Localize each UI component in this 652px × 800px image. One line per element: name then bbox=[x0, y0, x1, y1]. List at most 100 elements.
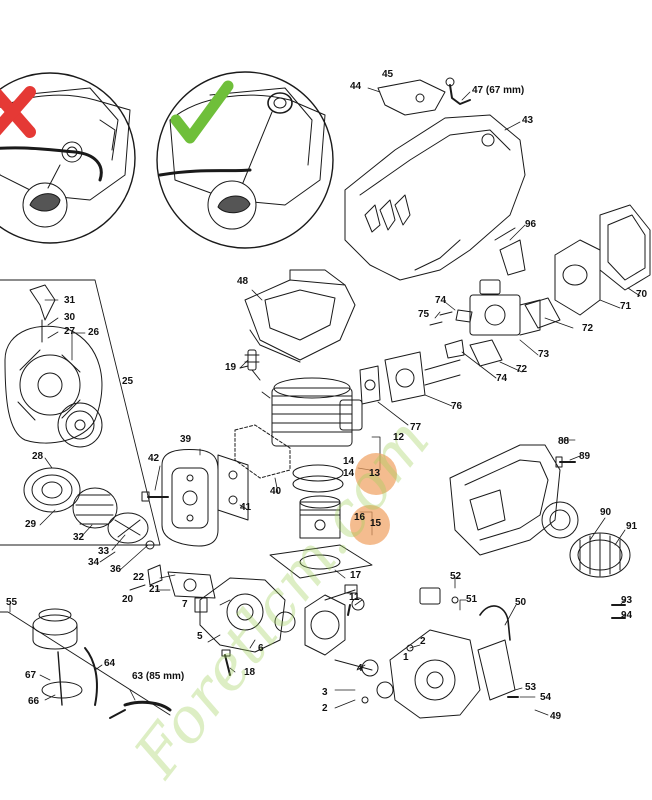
callout-75: 75 bbox=[418, 309, 430, 320]
callout-17: 17 bbox=[350, 570, 362, 581]
callout-20: 20 bbox=[122, 594, 134, 605]
callout-25: 25 bbox=[122, 376, 134, 387]
callout-49: 49 bbox=[550, 711, 562, 722]
fan-housing bbox=[449, 444, 579, 556]
carburetor bbox=[469, 279, 541, 336]
wrong-install-inset bbox=[0, 72, 136, 244]
callout-13: 13 bbox=[369, 468, 381, 479]
callout-66: 66 bbox=[28, 696, 40, 707]
callout-3: 3 bbox=[322, 687, 328, 698]
spring-housing bbox=[72, 487, 118, 529]
ignition-module-small bbox=[167, 571, 216, 599]
highlight-piston bbox=[350, 505, 390, 545]
callout-21: 21 bbox=[149, 584, 161, 595]
callout-52: 52 bbox=[450, 571, 462, 582]
callout-47: 47 (67 mm) bbox=[472, 85, 525, 96]
callout-5: 5 bbox=[197, 631, 203, 642]
callout-14a: 14 bbox=[343, 456, 355, 467]
callout-67: 67 bbox=[25, 670, 37, 681]
wrong-x-mark bbox=[0, 86, 36, 138]
spark-wire-52 bbox=[419, 587, 459, 605]
callout-71: 71 bbox=[620, 301, 632, 312]
callout-6: 6 bbox=[258, 643, 264, 654]
callout-48: 48 bbox=[237, 276, 249, 287]
callout-29: 29 bbox=[25, 519, 37, 530]
callout-1: 1 bbox=[403, 652, 409, 663]
callout-70: 70 bbox=[636, 289, 648, 300]
callout-30: 30 bbox=[64, 312, 76, 323]
callout-34: 34 bbox=[88, 557, 100, 568]
hose-47 bbox=[445, 77, 471, 105]
starter-group-frame bbox=[0, 279, 161, 546]
choke-96 bbox=[494, 227, 526, 276]
callout-14b: 14 bbox=[343, 468, 355, 479]
fan-shroud bbox=[244, 269, 356, 363]
callout-89: 89 bbox=[579, 451, 591, 462]
callout-28: 28 bbox=[32, 451, 44, 462]
callout-45: 45 bbox=[382, 69, 394, 80]
callout-16: 16 bbox=[354, 512, 366, 523]
pawl-carrier bbox=[107, 512, 155, 550]
correct-check-mark bbox=[170, 80, 234, 144]
callout-94: 94 bbox=[621, 610, 633, 621]
callout-36: 36 bbox=[110, 564, 122, 575]
callout-63: 63 (85 mm) bbox=[132, 671, 185, 682]
piston bbox=[299, 495, 341, 539]
callout-19: 19 bbox=[225, 362, 237, 373]
callout-53: 53 bbox=[525, 682, 537, 693]
piston-rings bbox=[292, 464, 344, 493]
leader-lines bbox=[9, 87, 641, 716]
engine-hood bbox=[344, 114, 526, 281]
callout-33: 33 bbox=[98, 546, 110, 557]
screw-89 bbox=[555, 456, 576, 468]
muffler bbox=[161, 449, 219, 547]
crankcase-half bbox=[194, 577, 286, 653]
carb-gasket-72 bbox=[469, 297, 561, 367]
ignition-coil-50 bbox=[477, 605, 516, 701]
callout-72b: 72 bbox=[516, 364, 528, 375]
callout-15: 15 bbox=[370, 518, 382, 529]
callout-72a: 72 bbox=[582, 323, 594, 334]
callout-90: 90 bbox=[600, 507, 612, 518]
callout-44: 44 bbox=[350, 81, 362, 92]
fuel-pickup bbox=[41, 651, 83, 706]
callout-11: 11 bbox=[349, 592, 360, 603]
clutch-drum bbox=[569, 532, 631, 578]
highlight-piston-ring bbox=[355, 453, 397, 495]
callout-32: 32 bbox=[73, 532, 85, 543]
callout-96: 96 bbox=[525, 219, 537, 230]
callout-40: 40 bbox=[270, 486, 282, 497]
intake-flange bbox=[384, 351, 461, 403]
callout-18: 18 bbox=[244, 667, 256, 678]
callout-31: 31 bbox=[64, 295, 76, 306]
screw-42 bbox=[141, 491, 169, 502]
callout-2: 2 bbox=[420, 636, 426, 647]
callout-77: 77 bbox=[410, 422, 422, 433]
air-filter-cover bbox=[599, 204, 651, 291]
flywheel-housing bbox=[376, 629, 481, 719]
callout-4: 4 bbox=[357, 663, 363, 674]
callout-27: 27 bbox=[64, 326, 76, 337]
callout-43: 43 bbox=[522, 115, 534, 126]
callout-22: 22 bbox=[133, 572, 145, 583]
callout-74b: 74 bbox=[496, 373, 508, 384]
crankshaft bbox=[274, 584, 379, 677]
correct-install-inset bbox=[156, 71, 334, 249]
callout-91: 91 bbox=[626, 521, 638, 532]
gasket-77 bbox=[359, 365, 381, 405]
air-filter-housing bbox=[554, 239, 601, 316]
fuel-hose-63 bbox=[109, 700, 172, 719]
cylinder-shroud-plate bbox=[234, 424, 291, 479]
fuel-hose-64 bbox=[84, 647, 98, 706]
callout-55: 55 bbox=[6, 597, 18, 608]
callout-64: 64 bbox=[104, 658, 116, 669]
cylinder bbox=[271, 377, 363, 447]
callout-76: 76 bbox=[451, 401, 463, 412]
fuel-group-frame bbox=[0, 611, 171, 716]
callout-54: 54 bbox=[540, 692, 552, 703]
fuel-cap bbox=[32, 608, 78, 650]
callout-88: 88 bbox=[558, 436, 570, 447]
callout-93: 93 bbox=[621, 595, 633, 606]
rewind-spring bbox=[23, 467, 81, 513]
